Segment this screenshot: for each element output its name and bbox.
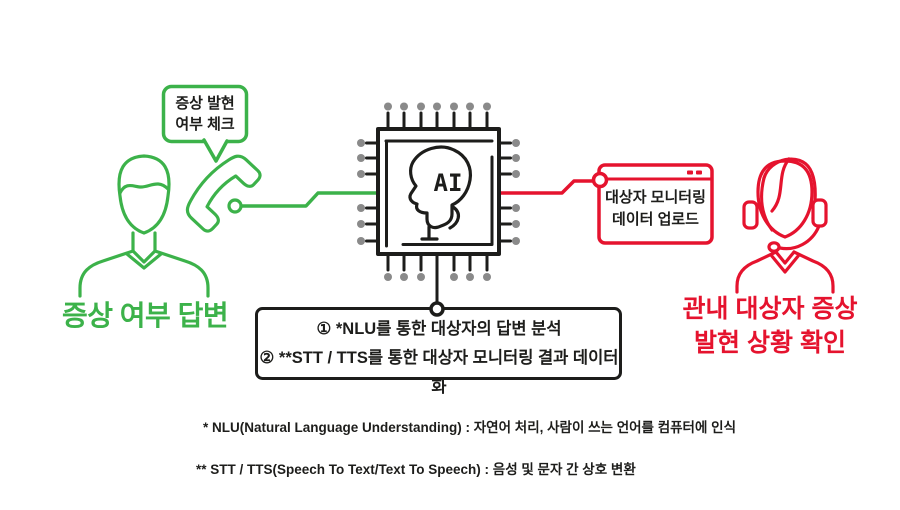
caller-person-icon bbox=[78, 154, 210, 298]
operator-caption-line2: 발현 상황 확인 bbox=[694, 329, 846, 357]
speech-bubble bbox=[161, 84, 249, 163]
chip-pins-left bbox=[357, 139, 378, 245]
chip-pins-bottom bbox=[384, 254, 491, 281]
footnote-stt-tts: ** STT / TTS(Speech To Text/Text To Spee… bbox=[196, 462, 636, 477]
chip-body bbox=[376, 127, 501, 256]
upload-line2: 데이터 업로드 bbox=[612, 211, 699, 228]
window-control-dash bbox=[687, 170, 693, 175]
process-box-text: ① *NLU를 통한 대상자의 답변 분석 ② **STT / TTS를 통한 … bbox=[257, 315, 621, 402]
bubble-line2: 여부 체크 bbox=[175, 116, 235, 133]
chip-inner-frame bbox=[384, 139, 494, 248]
footnote-nlu: * NLU(Natural Language Understanding) : … bbox=[203, 420, 736, 435]
caller-to-chip-line bbox=[233, 191, 380, 208]
caller-caption: 증상 여부 답변 bbox=[62, 300, 229, 331]
chip-to-window-line bbox=[497, 179, 598, 195]
bubble-line1: 증상 발현 bbox=[175, 95, 235, 112]
phone-line-node bbox=[227, 198, 243, 214]
process-step-1: ① *NLU를 통한 대상자의 답변 분석 bbox=[316, 320, 562, 338]
ai-chip-icon bbox=[357, 102, 520, 281]
window-line-node bbox=[591, 171, 609, 189]
operator-caption-line1: 관내 대상자 증상 bbox=[682, 295, 858, 323]
ai-chip-label: AI bbox=[433, 169, 463, 197]
box-line-node bbox=[429, 301, 445, 317]
process-box bbox=[255, 301, 622, 380]
phone-handset-icon bbox=[185, 154, 262, 233]
operator-person-icon bbox=[735, 157, 835, 294]
chip-pins-right bbox=[499, 139, 520, 245]
upload-line1: 대상자 모니터링 bbox=[605, 189, 706, 206]
chip-head-profile bbox=[408, 145, 473, 241]
monitor-window-text: 대상자 모니터링 데이터 업로드 bbox=[599, 187, 712, 231]
speech-bubble-text: 증상 발현 여부 체크 bbox=[163, 93, 247, 135]
operator-caption: 관내 대상자 증상 발현 상황 확인 bbox=[658, 292, 882, 360]
monitor-window-icon bbox=[591, 163, 714, 245]
window-control-dash bbox=[696, 170, 702, 175]
process-step-2: ② **STT / TTS를 통한 대상자 모니터링 결과 데이터화 bbox=[259, 349, 619, 396]
footnotes: * NLU(Natural Language Understanding) : … bbox=[196, 396, 756, 501]
chip-pins-top bbox=[384, 102, 491, 129]
